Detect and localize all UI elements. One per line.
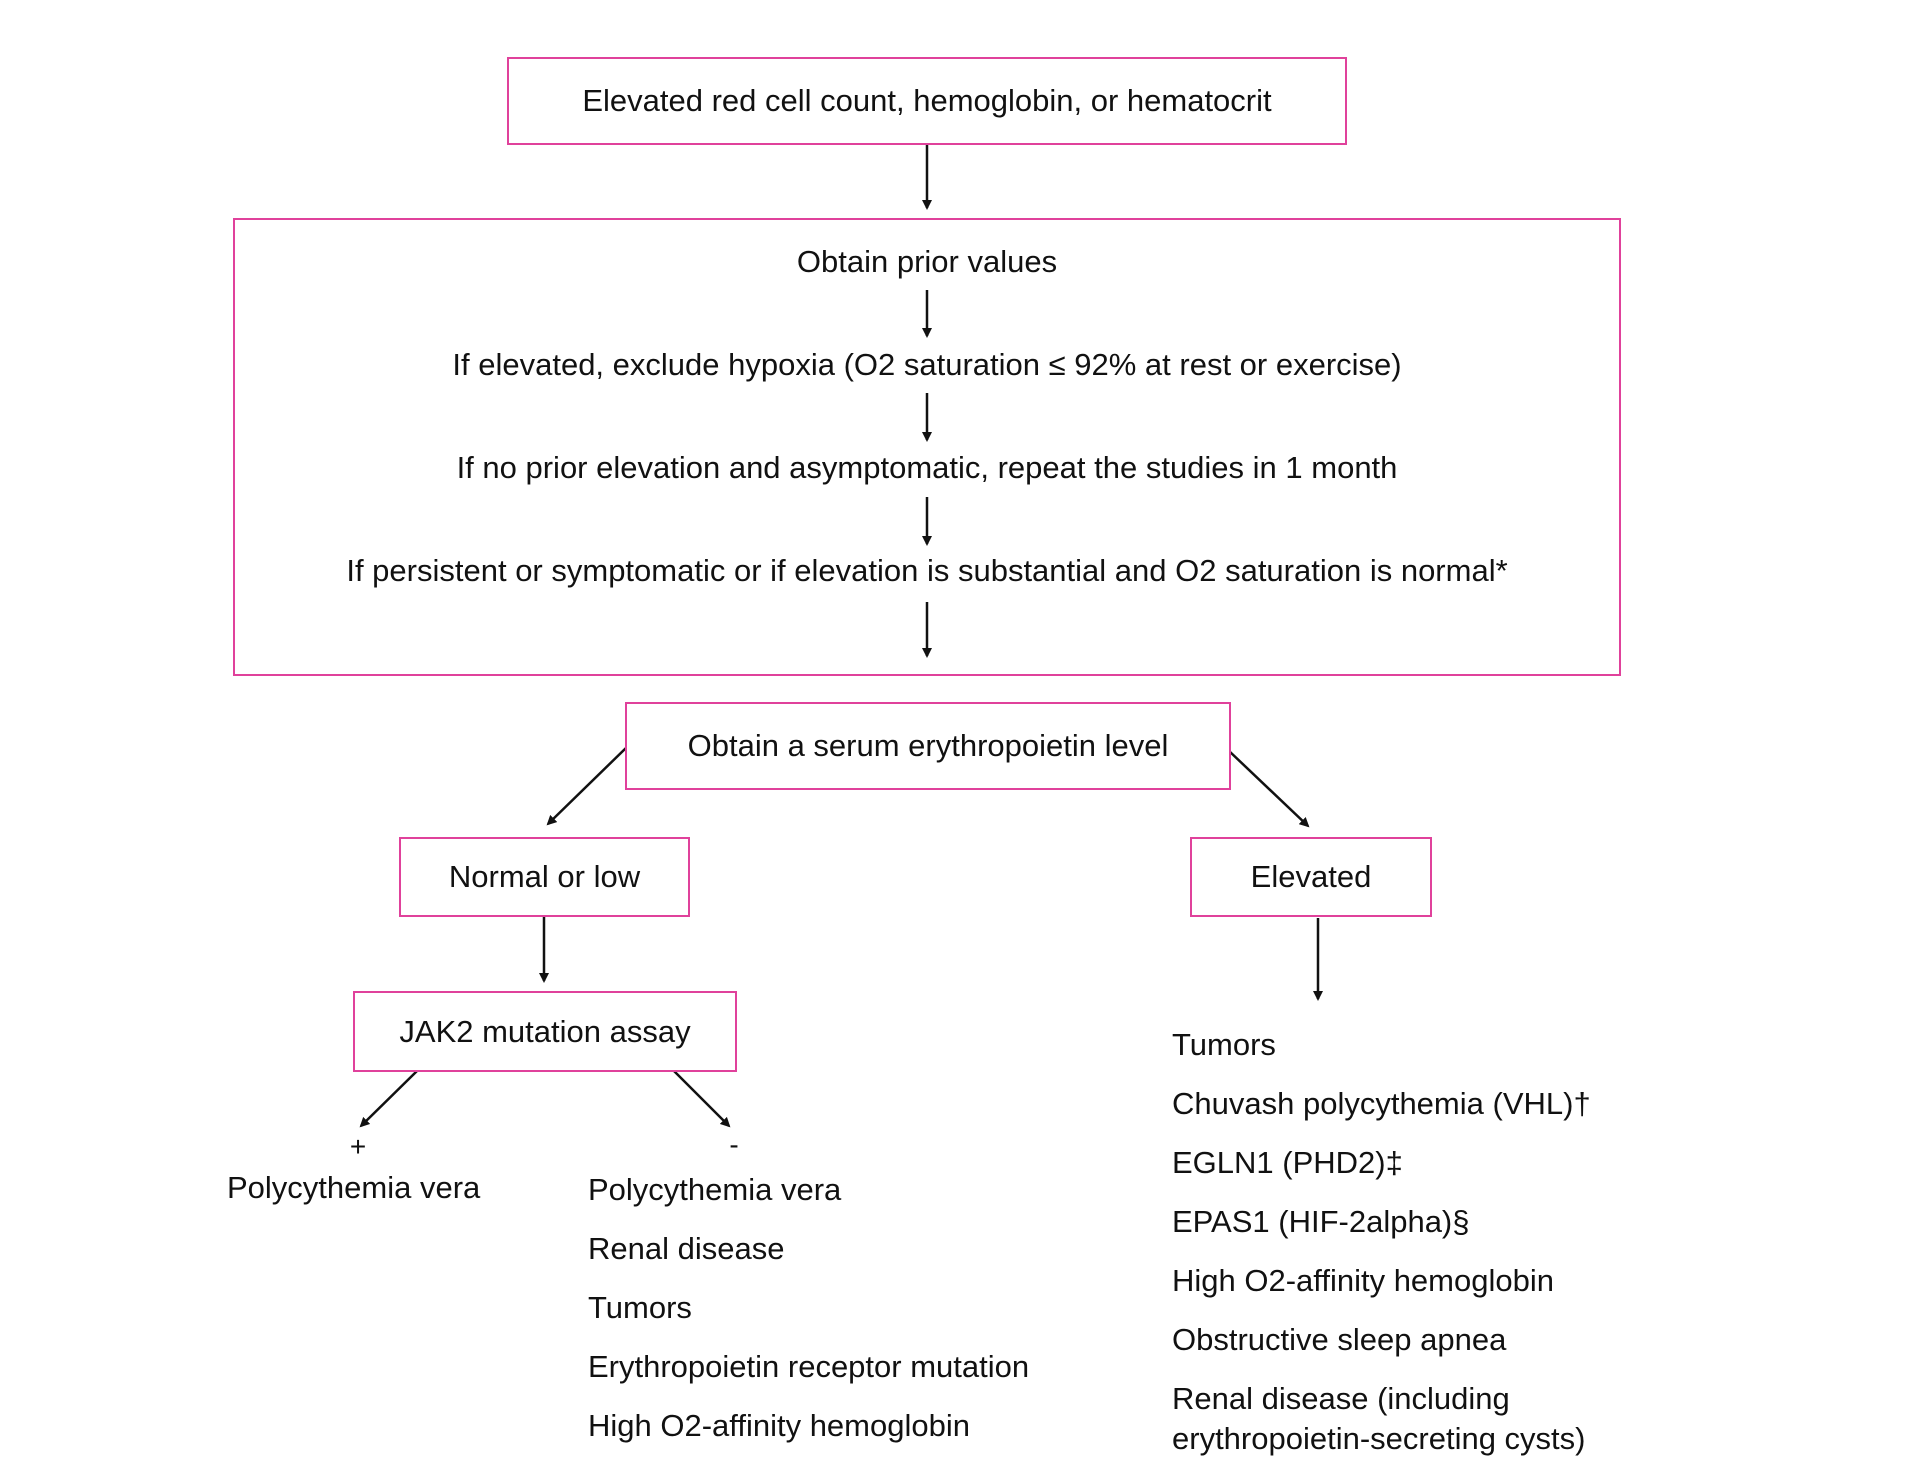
elevated-cause-item: Chuvash polycythemia (VHL)† — [1172, 1086, 1591, 1121]
elevated-cause-item: Obstructive sleep apnea — [1172, 1322, 1507, 1357]
elevated-cause-item-continued: erythropoietin-secreting cysts) — [1172, 1421, 1586, 1456]
arrow-jak2-to-positive — [359, 1069, 419, 1128]
elevated-cause-item: EPAS1 (HIF-2alpha)§ — [1172, 1204, 1470, 1239]
jak2-negative-results-list: Polycythemia vera Renal disease Tumors E… — [588, 1170, 1029, 1465]
arrow-epo-to-elevated — [1227, 749, 1310, 828]
jak2-negative-result-item: Renal disease — [588, 1231, 785, 1266]
elevated-cause-item: Renal disease (including — [1172, 1381, 1510, 1416]
jak2-negative-sign: - — [729, 1129, 739, 1160]
jak2-negative-result-item: Polycythemia vera — [588, 1172, 842, 1207]
jak2-positive-sign: + — [349, 1131, 367, 1162]
jak2-mutation-assay-label: JAK2 mutation assay — [399, 1013, 691, 1049]
serum-erythropoietin-label: Obtain a serum erythropoietin level — [687, 728, 1169, 763]
elevated-label: Elevated — [1250, 859, 1372, 894]
arrow-jak2-to-negative — [672, 1069, 731, 1128]
jak2-positive-result: Polycythemia vera — [227, 1170, 481, 1205]
step-obtain-prior-values: Obtain prior values — [796, 244, 1058, 279]
arrow-epo-to-normal-low — [546, 746, 628, 826]
step-persistent-or-symptomatic: If persistent or symptomatic or if eleva… — [346, 553, 1508, 588]
serum-erythropoietin-box: Obtain a serum erythropoietin level — [625, 702, 1231, 790]
jak2-negative-result-item: Tumors — [588, 1290, 692, 1325]
evaluation-box: Obtain prior values If elevated, exclude… — [233, 218, 1621, 676]
elevated-cause-item: EGLN1 (PHD2)‡ — [1172, 1145, 1403, 1180]
elevated-counts-box: Elevated red cell count, hemoglobin, or … — [507, 57, 1347, 145]
elevated-counts-label: Elevated red cell count, hemoglobin, or … — [582, 83, 1272, 118]
jak2-mutation-assay-box: JAK2 mutation assay — [353, 991, 737, 1072]
jak2-negative-result-item: Erythropoietin receptor mutation — [588, 1349, 1030, 1384]
jak2-negative-result-item: High O2-affinity hemoglobin — [588, 1408, 970, 1443]
elevated-cause-item: High O2-affinity hemoglobin — [1172, 1263, 1554, 1298]
step-exclude-hypoxia: If elevated, exclude hypoxia (O2 saturat… — [452, 347, 1402, 382]
normal-or-low-label: Normal or low — [448, 859, 641, 894]
elevated-causes-list: Tumors Chuvash polycythemia (VHL)† EGLN1… — [1172, 1025, 1591, 1478]
elevated-box: Elevated — [1190, 837, 1432, 917]
step-repeat-studies: If no prior elevation and asymptomatic, … — [456, 450, 1398, 485]
normal-or-low-box: Normal or low — [399, 837, 690, 917]
elevated-cause-item: Tumors — [1172, 1027, 1276, 1062]
